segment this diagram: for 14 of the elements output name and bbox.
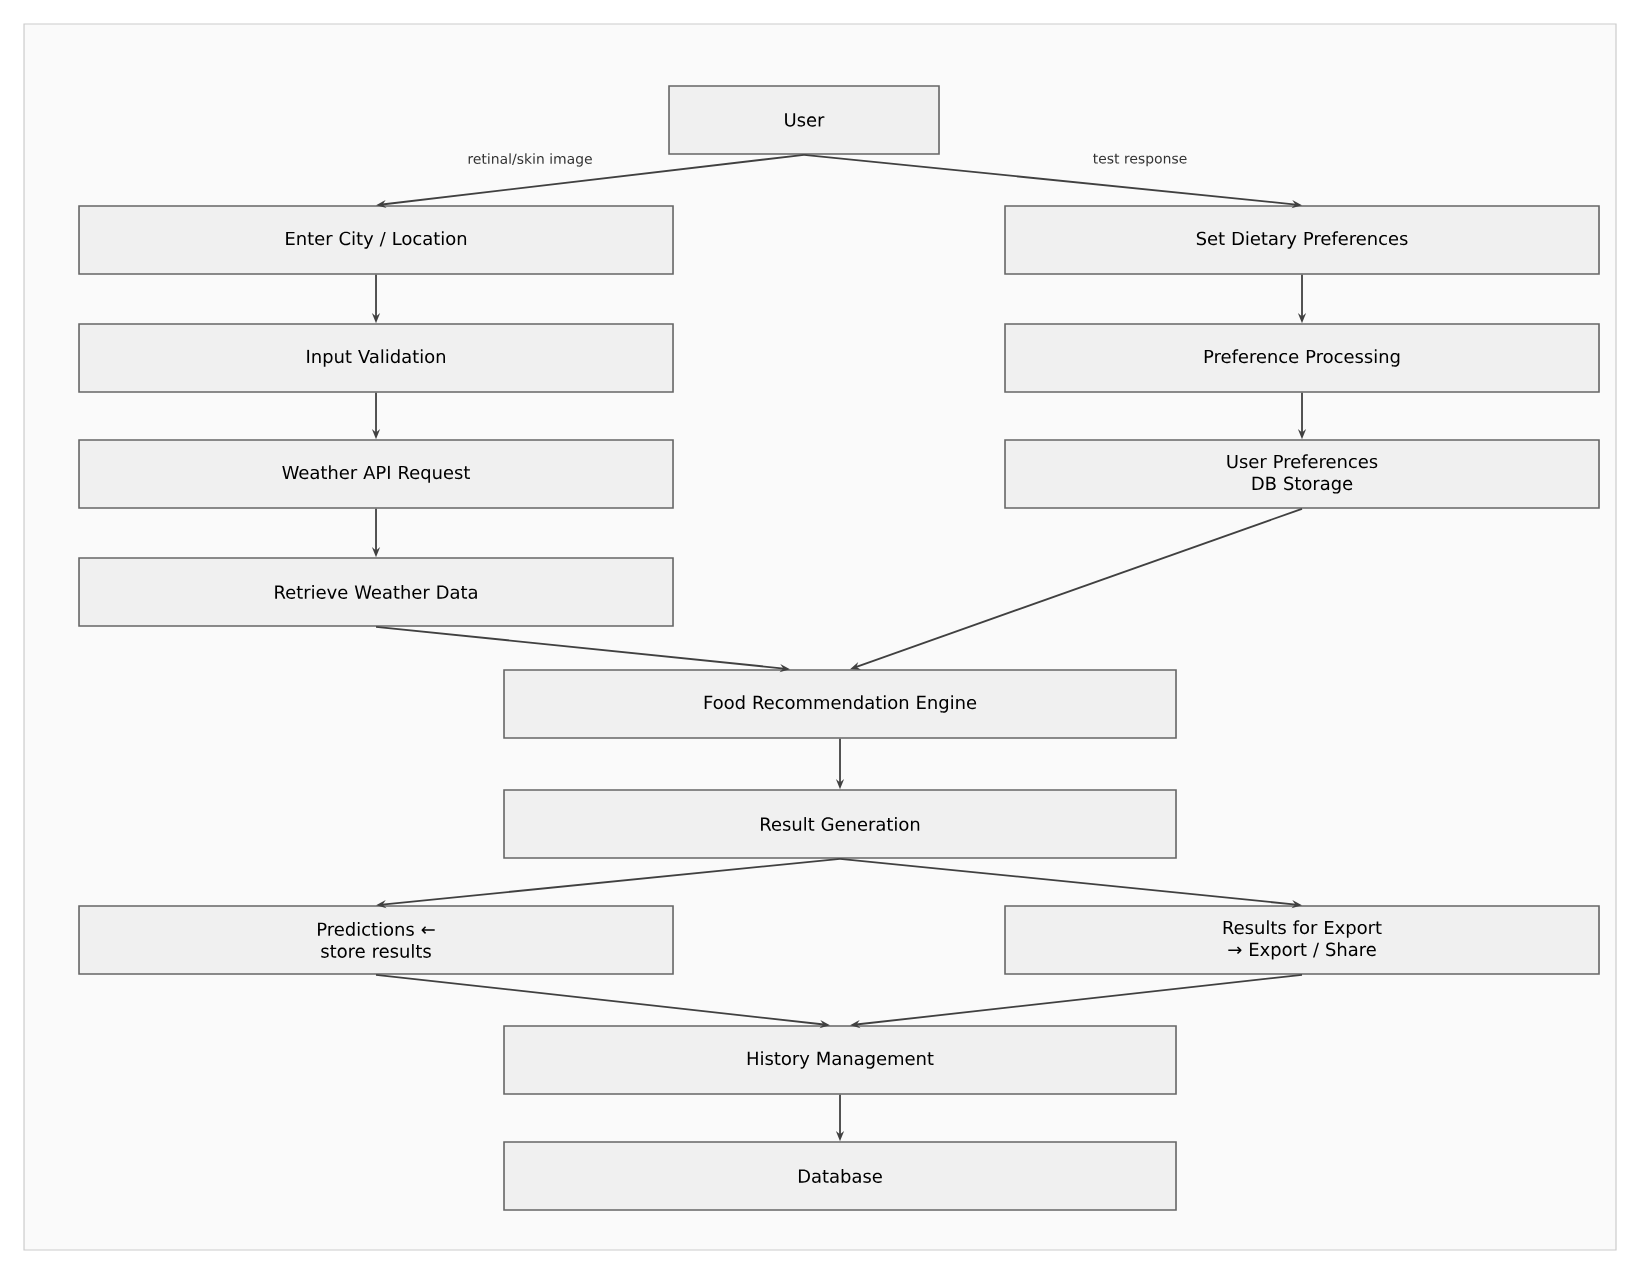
process-box: Food Recommendation Engine: [503, 669, 1177, 739]
process-box: Retrieve Weather Data: [78, 557, 674, 627]
process-box: History Management: [503, 1025, 1177, 1095]
process-box: Preference Processing: [1004, 323, 1600, 393]
process-box: Input Validation: [78, 323, 674, 393]
process-box: User: [668, 85, 940, 155]
process-box: Set Dietary Preferences: [1004, 205, 1600, 275]
process-box: Results for Export → Export / Share: [1004, 905, 1600, 975]
process-box: Enter City / Location: [78, 205, 674, 275]
process-box: Weather API Request: [78, 439, 674, 509]
process-box: User Preferences DB Storage: [1004, 439, 1600, 509]
process-box: Result Generation: [503, 789, 1177, 859]
process-box: Predictions ← store results: [78, 905, 674, 975]
process-box: Database: [503, 1141, 1177, 1211]
